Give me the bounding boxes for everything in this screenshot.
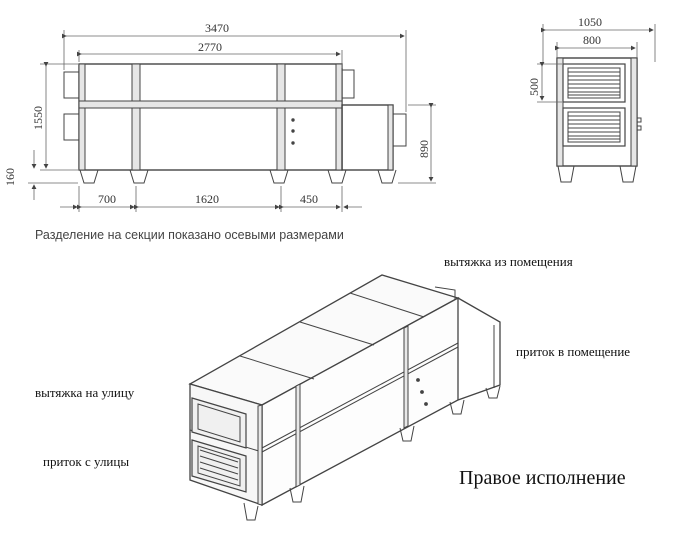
dim-side-width-body: 800 [583, 33, 601, 47]
dim-section-1: 700 [98, 192, 116, 206]
variant-title: Правое исполнение [459, 467, 626, 489]
dim-body-length: 2770 [198, 40, 222, 54]
dim-side-width-total: 1050 [578, 15, 602, 29]
dim-section-height: 890 [417, 140, 431, 158]
front-view [63, 63, 407, 184]
dim-section-3: 450 [300, 192, 318, 206]
isometric-view [188, 274, 501, 521]
dim-overall-length: 3470 [205, 21, 229, 35]
dim-section-2: 1620 [195, 192, 219, 206]
sections-note: Разделение на секции показано осевыми ра… [35, 228, 344, 242]
front-dimensions [28, 30, 436, 212]
label-exhaust-to-street: вытяжка на улицу [35, 385, 135, 400]
dim-side-height-port: 500 [527, 78, 541, 96]
dim-leg-height: 160 [3, 168, 17, 186]
label-exhaust-from-room: вытяжка из помещения [444, 254, 573, 269]
label-supply-from-street: приток с улицы [43, 454, 130, 469]
side-view [556, 57, 642, 183]
side-dimensions [537, 24, 656, 103]
dim-height: 1550 [31, 106, 45, 130]
label-supply-to-room: приток в помещение [516, 344, 631, 359]
